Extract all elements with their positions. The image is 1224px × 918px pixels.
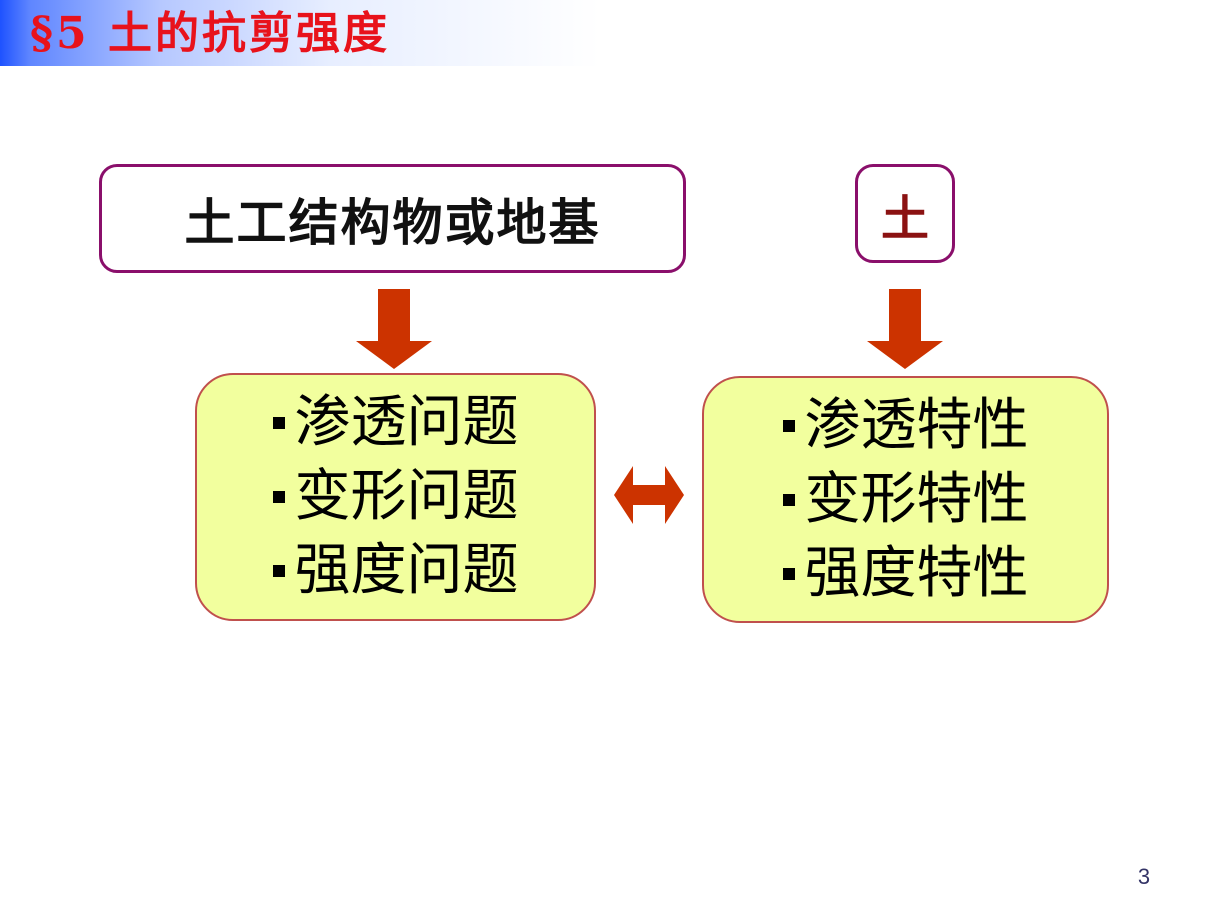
list-item-label: 渗透特性: [804, 392, 1029, 458]
bullet-icon: [782, 567, 795, 580]
list-item-label: 强度特性: [804, 540, 1029, 606]
list-item-label: 强度问题: [294, 538, 519, 603]
problems-box: 渗透问题 变形问题 强度问题: [195, 373, 596, 621]
list-item: 渗透特性: [782, 389, 1029, 463]
bullet-icon: [782, 493, 795, 506]
arrow-down-icon: [356, 289, 432, 369]
structure-or-foundation-box: 土工结构物或地基: [99, 164, 686, 273]
soil-box: 土: [855, 164, 955, 263]
list-item: 强度特性: [782, 537, 1029, 611]
bullet-icon: [782, 419, 795, 432]
list-item-label: 变形特性: [804, 466, 1029, 532]
list-item: 渗透问题: [272, 386, 519, 460]
header-band: [0, 0, 610, 66]
arrow-left-right-icon: [614, 466, 684, 524]
bullet-icon: [272, 565, 285, 577]
list-item-label: 变形问题: [294, 464, 519, 529]
list-item: 变形特性: [782, 463, 1029, 537]
arrow-down-icon: [867, 289, 943, 369]
list-item: 变形问题: [272, 460, 519, 534]
slide-title: §5 土的抗剪强度: [30, 8, 390, 59]
page-number: 3: [1137, 864, 1151, 889]
bullet-icon: [272, 417, 285, 429]
properties-box: 渗透特性 变形特性 强度特性: [702, 376, 1109, 623]
bullet-icon: [272, 491, 285, 503]
list-item-label: 渗透问题: [294, 390, 519, 455]
list-item: 强度问题: [272, 534, 519, 608]
